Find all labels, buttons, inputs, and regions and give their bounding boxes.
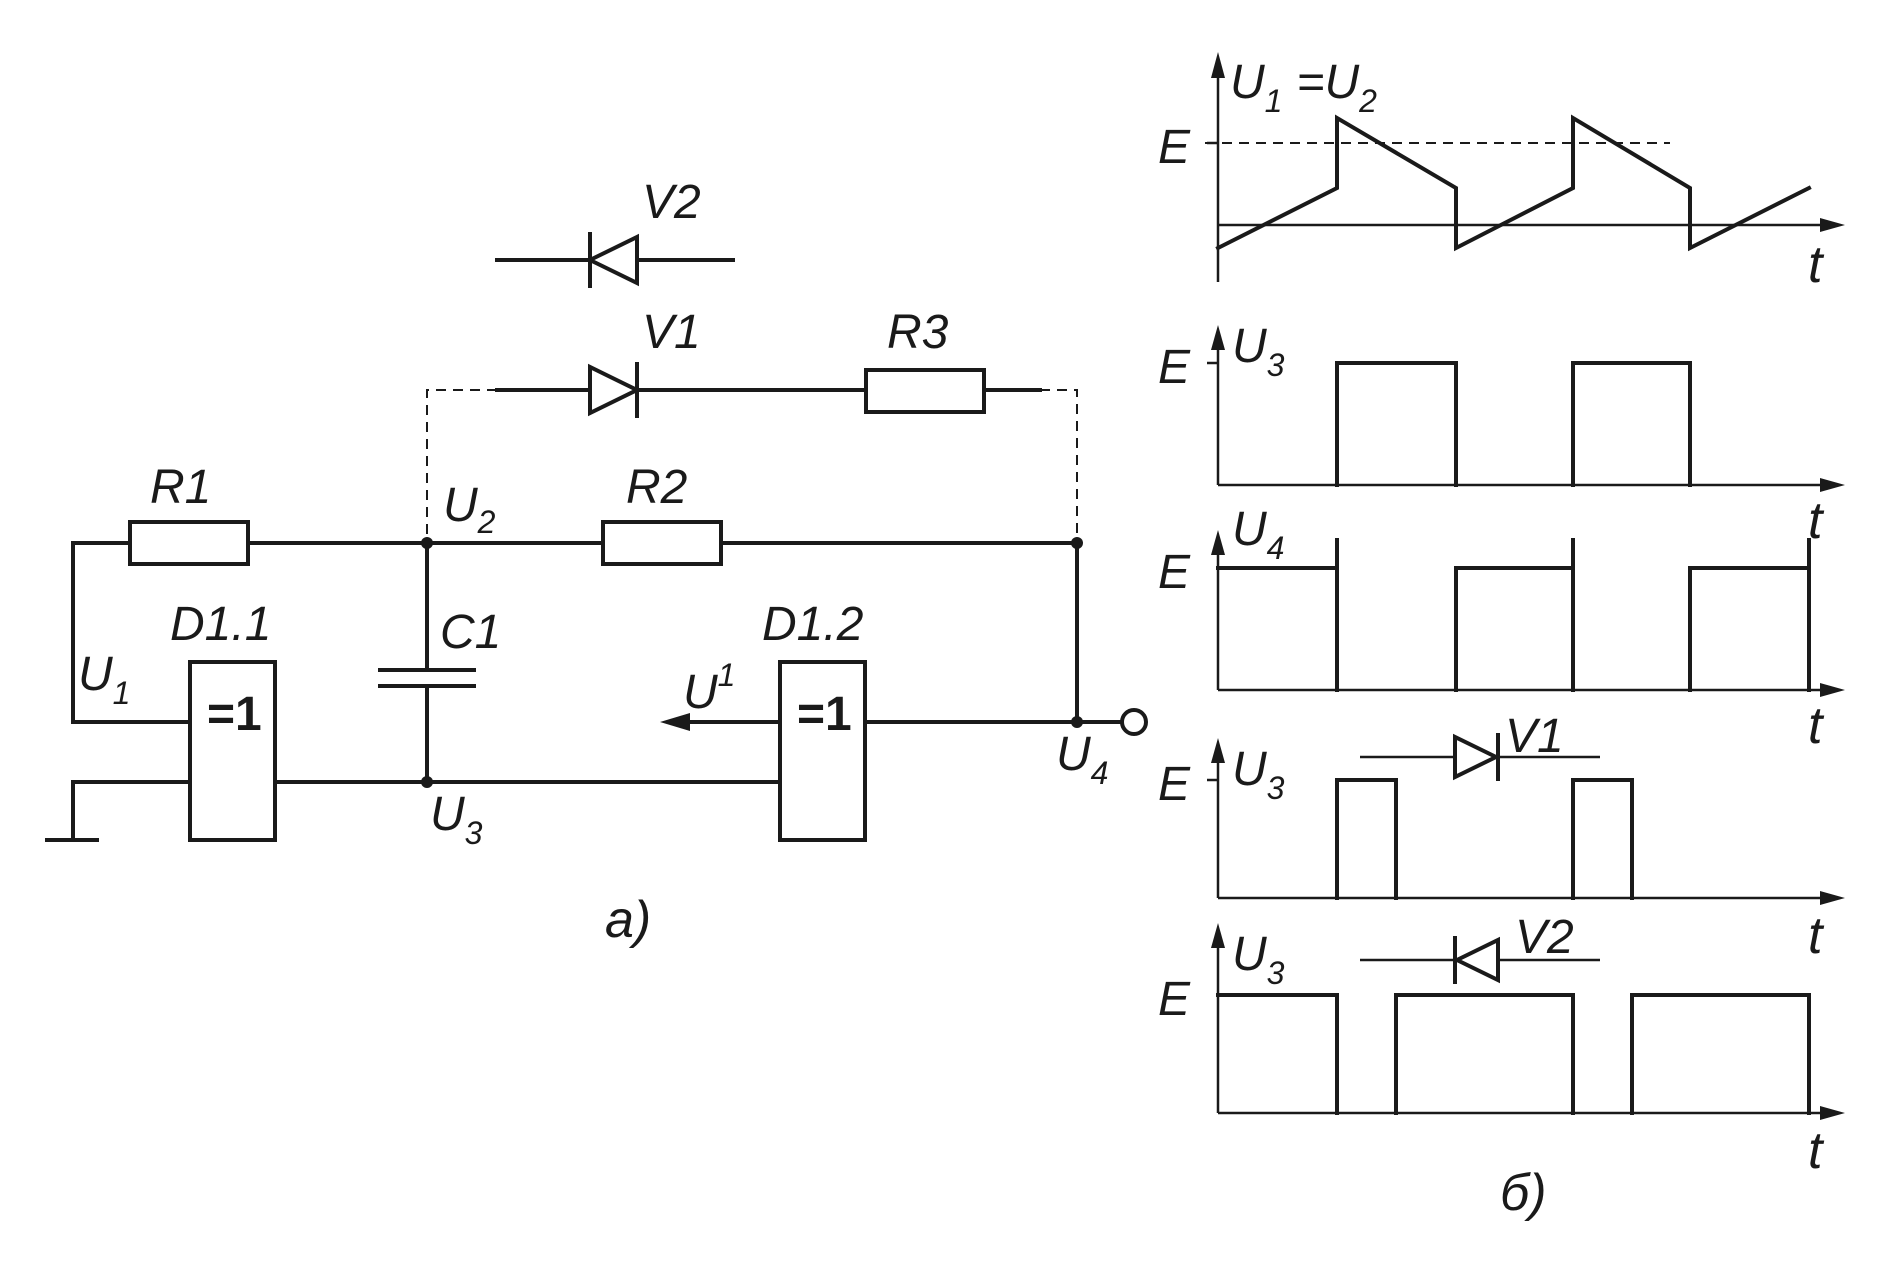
plot4-diode-label: V1 <box>1505 710 1564 763</box>
gate-d1-1-label: D1.1 <box>170 598 271 651</box>
dashed-link-left <box>426 389 497 543</box>
node-u4-label: U4 <box>1056 728 1108 791</box>
u3-waveform-v1 <box>1335 778 1398 900</box>
capacitor-c1-label: C1 <box>440 606 501 659</box>
timing-diagrams: E t U1=U2 E t U3 <box>1158 52 1845 1222</box>
dashed-link-right <box>1040 389 1078 543</box>
plot5-t-label: t <box>1808 1122 1825 1180</box>
junction-u2 <box>421 537 433 549</box>
input-arrow-u1 <box>660 713 782 731</box>
plot4-t-label: t <box>1808 907 1825 965</box>
gate-d1-1: =1 <box>188 660 277 842</box>
u4-waveform <box>1216 566 1339 692</box>
resistor-r2 <box>425 520 1079 566</box>
gate-d1-2: =1 <box>778 660 867 842</box>
junction-u4 <box>1071 716 1083 728</box>
plot-u3-v2: V2 E t U3 <box>1158 911 1845 1180</box>
resistor-r1 <box>71 520 429 566</box>
sawtooth-waveform <box>1215 114 1812 252</box>
plot-u3-v1: V1 E t U3 <box>1158 710 1845 965</box>
plot4-e-label: E <box>1158 758 1191 811</box>
plot1-e-label: E <box>1158 121 1191 174</box>
u3-waveform-a <box>1335 361 1458 487</box>
plot4-diode-icon <box>1360 733 1600 781</box>
plot2-t-label: t <box>1808 492 1825 550</box>
diode-v2-label: V2 <box>642 176 701 229</box>
plot4-title: U3 <box>1232 743 1285 806</box>
capacitor-c1 <box>378 541 476 784</box>
plot-u1-u2: E t U1=U2 <box>1158 52 1845 294</box>
resistor-r1-label: R1 <box>150 461 211 514</box>
plot1-t-label: t <box>1808 236 1825 294</box>
plot-u4: E t U4 <box>1158 503 1845 755</box>
plot2-title: U3 <box>1232 320 1285 383</box>
resistor-r2-label: R2 <box>626 461 687 514</box>
plot3-title: U4 <box>1232 503 1284 566</box>
node-u1-label: U1 <box>78 648 130 711</box>
input-u-letter: U1 <box>683 657 735 719</box>
plot5-diode-label: V2 <box>1515 911 1574 964</box>
resistor-r3 <box>864 368 1042 414</box>
plot3-e-label: E <box>1158 546 1191 599</box>
output-terminal <box>1120 708 1148 736</box>
diode-v2 <box>495 232 735 288</box>
diode-v1-label: V1 <box>642 306 701 359</box>
junction-u3 <box>421 776 433 788</box>
gate-d1-2-symbol: =1 <box>797 688 852 741</box>
junction-top-right <box>1071 537 1083 549</box>
node-u3-label: U3 <box>430 788 483 851</box>
circuit-caption: а) <box>605 891 651 949</box>
timing-caption: б) <box>1500 1164 1547 1222</box>
plot2-e-label: E <box>1158 341 1191 394</box>
node-u2-label: U2 <box>443 479 496 540</box>
circuit-diagram: V2 V1 R3 R1 R2 <box>45 176 1148 949</box>
plot3-t-label: t <box>1808 697 1825 755</box>
plot5-e-label: E <box>1158 973 1191 1026</box>
plot1-title: U1=U2 <box>1230 56 1377 119</box>
plot5-diode-icon <box>1360 936 1600 984</box>
gate-d1-1-symbol: =1 <box>207 688 262 741</box>
ground-symbol <box>45 780 192 842</box>
u3-waveform-v2 <box>1216 993 1339 1115</box>
diode-v1 <box>495 362 868 418</box>
resistor-r3-label: R3 <box>887 306 949 359</box>
plot-u3-a: E t U3 <box>1158 320 1845 550</box>
gate-d1-2-label: D1.2 <box>762 598 863 651</box>
plot5-title: U3 <box>1232 928 1285 991</box>
